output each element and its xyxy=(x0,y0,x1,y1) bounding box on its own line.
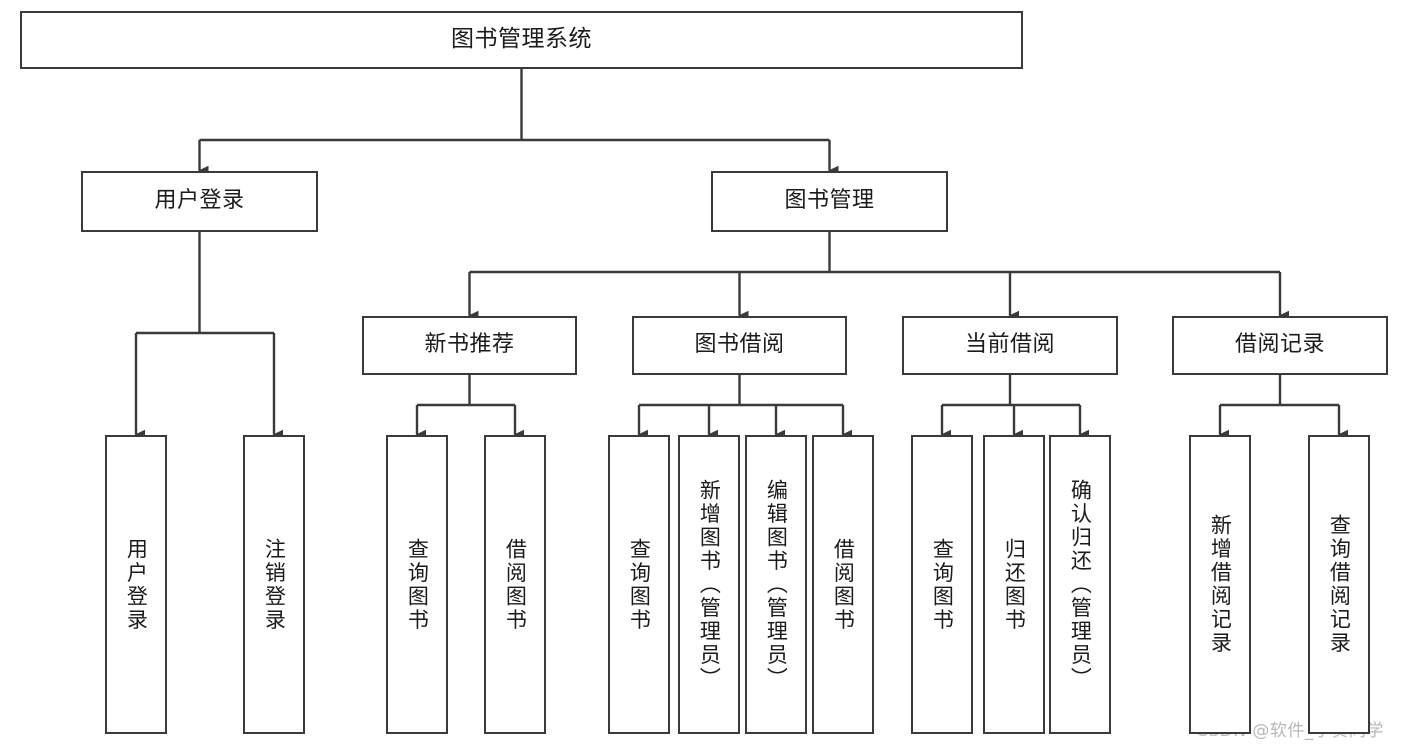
node-label: 用户登录 xyxy=(124,537,149,632)
node-l3_2[interactable]: 当前借阅 xyxy=(902,316,1118,375)
node-label: 用户登录 xyxy=(154,188,245,214)
node-leaf_2[interactable]: 查询图书 xyxy=(386,435,448,734)
node-label: 确认归还（管理员） xyxy=(1068,478,1093,691)
node-l2_1[interactable]: 图书管理 xyxy=(711,171,948,232)
node-l3_0[interactable]: 新书推荐 xyxy=(362,316,577,375)
node-label: 图书管理系统 xyxy=(451,26,592,53)
node-l3_3[interactable]: 借阅记录 xyxy=(1172,316,1388,375)
node-label: 借阅图书 xyxy=(831,537,856,632)
node-leaf_11[interactable]: 新增借阅记录 xyxy=(1189,435,1251,734)
node-l3_1[interactable]: 图书借阅 xyxy=(632,316,847,375)
node-leaf_7[interactable]: 借阅图书 xyxy=(812,435,874,734)
node-l2_0[interactable]: 用户登录 xyxy=(81,171,318,232)
node-label: 新增借阅记录 xyxy=(1208,514,1233,655)
node-label: 查询图书 xyxy=(405,537,430,632)
node-label: 注销登录 xyxy=(262,537,287,632)
node-label: 编辑图书（管理员） xyxy=(764,478,789,691)
node-leaf_8[interactable]: 查询图书 xyxy=(911,435,973,734)
node-leaf_12[interactable]: 查询借阅记录 xyxy=(1308,435,1370,734)
node-label: 查询图书 xyxy=(627,537,652,632)
node-label: 归还图书 xyxy=(1002,537,1027,632)
node-label: 借阅记录 xyxy=(1234,332,1325,358)
node-label: 图书管理 xyxy=(784,188,875,214)
node-leaf_10[interactable]: 确认归还（管理员） xyxy=(1049,435,1111,734)
node-leaf_1[interactable]: 注销登录 xyxy=(243,435,305,734)
node-label: 新增图书（管理员） xyxy=(697,478,722,691)
node-leaf_5[interactable]: 新增图书（管理员） xyxy=(678,435,740,734)
node-label: 查询图书 xyxy=(930,537,955,632)
node-label: 查询借阅记录 xyxy=(1327,514,1352,655)
node-leaf_4[interactable]: 查询图书 xyxy=(608,435,670,734)
node-label: 借阅图书 xyxy=(503,537,528,632)
node-leaf_6[interactable]: 编辑图书（管理员） xyxy=(745,435,807,734)
node-leaf_0[interactable]: 用户登录 xyxy=(105,435,167,734)
node-label: 当前借阅 xyxy=(964,332,1055,358)
node-label: 图书借阅 xyxy=(694,332,785,358)
node-root[interactable]: 图书管理系统 xyxy=(20,11,1023,69)
node-leaf_9[interactable]: 归还图书 xyxy=(983,435,1045,734)
node-leaf_3[interactable]: 借阅图书 xyxy=(484,435,546,734)
node-label: 新书推荐 xyxy=(424,332,515,358)
